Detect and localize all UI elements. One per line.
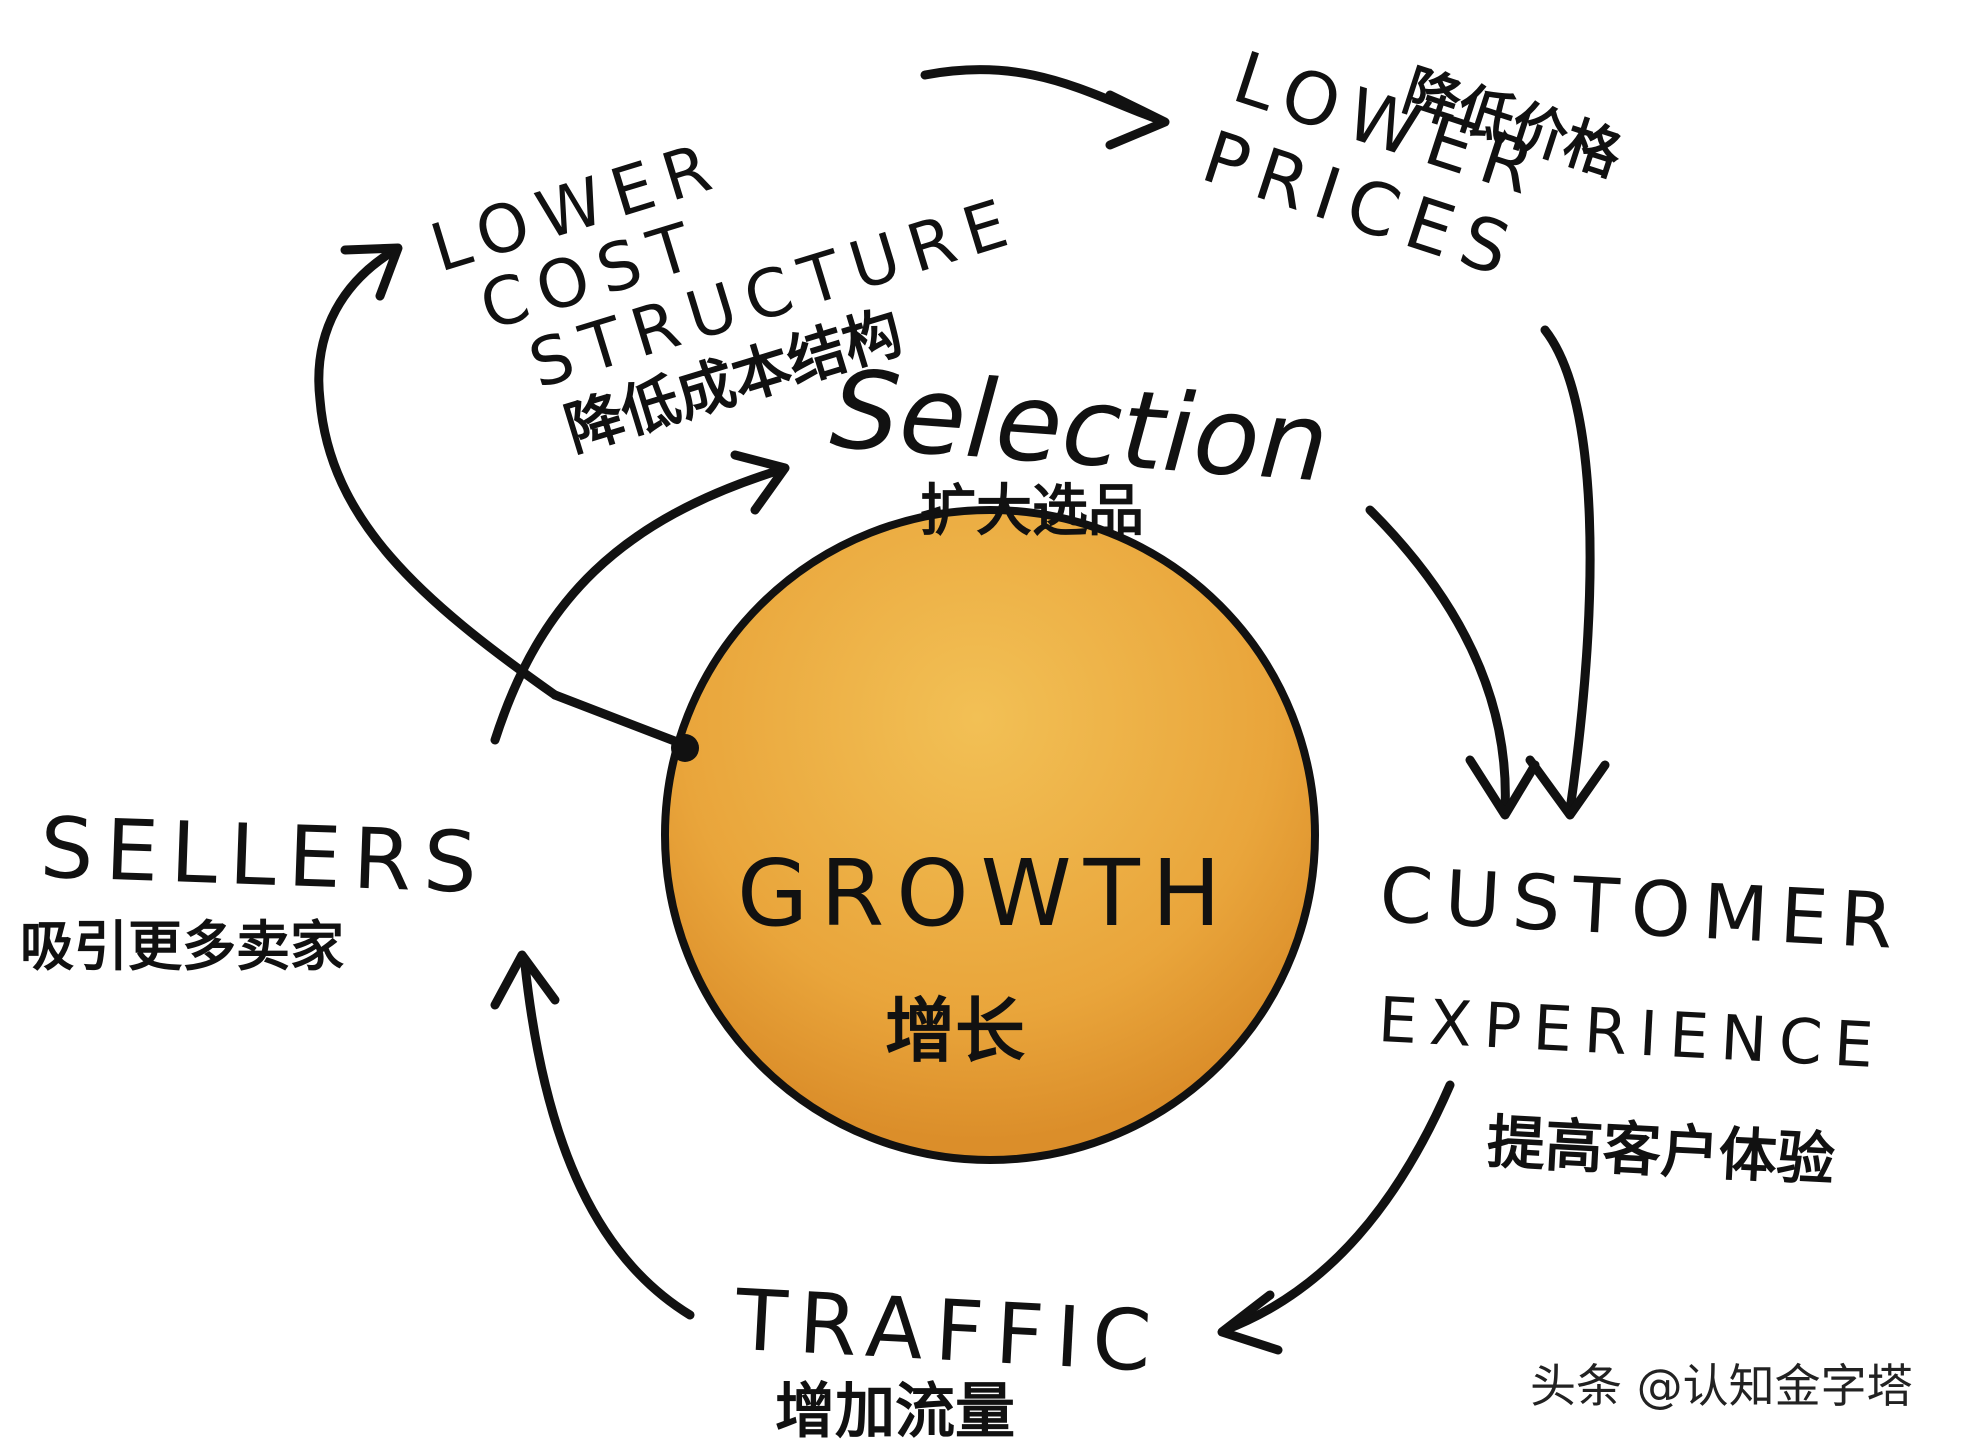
arrow-selection-to-customer — [1365, 505, 1510, 815]
selection-cn: 扩大选品 — [920, 479, 1144, 544]
arrowhead-sellers — [490, 950, 560, 1010]
traffic-label: TRAFFIC — [732, 1271, 1165, 1391]
arrow-loop-to-lower-cost — [314, 245, 560, 700]
arrow-traffic-to-sellers — [520, 960, 695, 1320]
arrowhead-customer-left — [1465, 755, 1540, 820]
sellers-cn: 吸引更多卖家 — [20, 915, 344, 978]
growth-node: GROWTH 增长 — [661, 506, 1319, 1164]
connector-dot — [671, 734, 699, 762]
arrowhead-traffic — [1217, 1290, 1283, 1355]
growth-cn-label: 增长 — [885, 990, 1025, 1072]
traffic-cn: 增加流量 — [775, 1377, 1015, 1440]
selection-node: Selection 扩大选品 — [827, 347, 1332, 544]
arrowhead-lower-cost — [340, 243, 403, 301]
sellers-node: SELLERS 吸引更多卖家 — [20, 799, 490, 978]
growth-circle — [661, 506, 1319, 1164]
arrowhead-customer-right — [1525, 755, 1610, 820]
customer-line-1: CUSTOMER — [1378, 850, 1908, 966]
growth-label: GROWTH — [737, 840, 1233, 947]
customer-line-2: EXPERIENCE — [1376, 983, 1887, 1082]
circle-connector — [550, 690, 690, 750]
arrow-prices-to-customer — [1540, 325, 1595, 815]
customer-cn: 提高客户体验 — [1485, 1108, 1836, 1194]
lower-prices-node: 降低价格 LOWER PRICES — [1193, 35, 1630, 296]
sellers-label: SELLERS — [39, 799, 491, 913]
arrowhead-prices — [1105, 90, 1170, 150]
arrow-sellers-to-selection — [490, 465, 785, 745]
watermark-text: 头条 @认知金字塔 — [1530, 1359, 1913, 1413]
traffic-node: TRAFFIC 增加流量 — [732, 1271, 1165, 1440]
arrow-lower-cost-to-prices — [920, 65, 1165, 125]
arrowhead-selection — [730, 450, 790, 515]
arrow-customer-to-traffic — [1220, 1080, 1455, 1335]
customer-experience-node: CUSTOMER EXPERIENCE 提高客户体验 — [1376, 850, 1908, 1194]
